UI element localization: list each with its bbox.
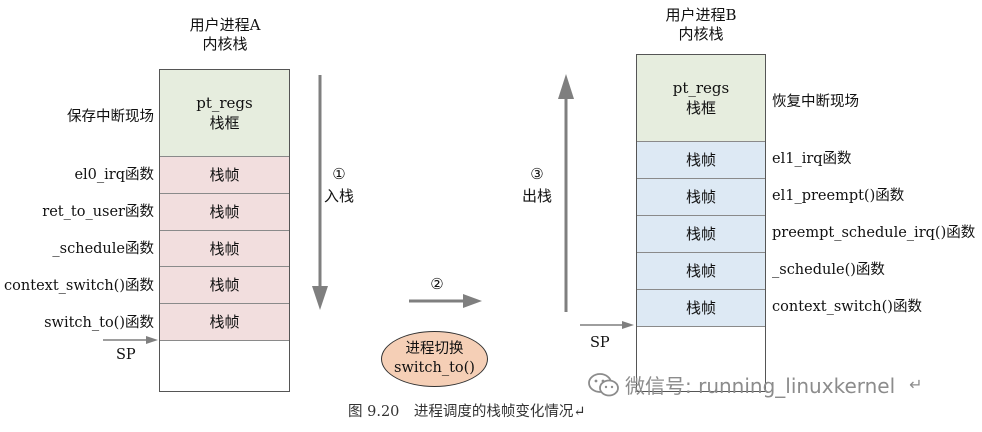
stack-b-label-preempt-schedule-irq: preempt_schedule_irq()函数: [772, 225, 976, 241]
stack-a-frame: 栈帧: [160, 304, 289, 341]
stack-b-ptregs-frame: pt_regs 栈框: [637, 55, 765, 142]
stack-a-ptregs-label: pt_regs: [196, 94, 253, 112]
stack-a-label-el0-irq: el0_irq函数: [74, 167, 154, 183]
stack-b-label-el1-irq: el1_irq函数: [772, 151, 852, 167]
stack-b-frame: 栈帧: [637, 253, 765, 290]
stack-b-title: 用户进程B 内核栈: [636, 6, 766, 44]
stack-b-title-line2: 内核栈: [678, 25, 724, 43]
process-switch-title: 进程切换: [405, 341, 464, 357]
stack-a-label-switch-to: switch_to()函数: [44, 315, 154, 331]
stack-b-label-schedule: _schedule()函数: [772, 262, 885, 278]
step-1-number: ①: [332, 165, 346, 183]
process-switch-ellipse: 进程切换 switch_to(): [381, 331, 488, 387]
stack-a-label-ret-to-user: ret_to_user函数: [42, 204, 154, 220]
stack-a-title-line2: 内核栈: [202, 35, 248, 53]
stack-b-frame: 栈帧: [637, 179, 765, 216]
pop-arrow: [558, 74, 574, 312]
stack-b-label-ptregs: 恢复中断现场: [772, 94, 859, 110]
stack-a-ptregs-frame: pt_regs 栈框: [160, 70, 289, 157]
stack-a-frame: 栈帧: [160, 194, 289, 231]
step-1-label: ① 入栈: [324, 163, 354, 207]
stack-b: pt_regs 栈框 栈帧 栈帧 栈帧 栈帧 栈帧: [636, 54, 766, 392]
sp-arrow-b: [580, 321, 634, 329]
watermark-text: 微信号: running_linuxkernel: [625, 374, 896, 398]
step-3-label: ③ 出栈: [522, 163, 552, 207]
stack-b-sp-label: SP: [590, 335, 610, 351]
stack-b-frame: 栈帧: [637, 142, 765, 179]
stack-a-title: 用户进程A 内核栈: [160, 16, 290, 54]
sp-arrow-a: [103, 336, 158, 344]
stack-b-label-el1-preempt: el1_preempt()函数: [772, 188, 905, 204]
stack-a-ptregs-sub: 栈框: [209, 114, 240, 132]
stack-a-label-ptregs: 保存中断现场: [67, 109, 154, 125]
stack-a-label-context-switch: context_switch()函数: [4, 278, 154, 294]
stack-b-title-line1: 用户进程B: [665, 6, 737, 24]
step-2-number: ②: [430, 275, 444, 293]
stack-b-frame: 栈帧: [637, 290, 765, 327]
step-3-text: 出栈: [522, 187, 553, 205]
stack-a-frame: 栈帧: [160, 267, 289, 304]
stack-a-frame: 栈帧: [160, 231, 289, 267]
stack-a-sp-label: SP: [116, 347, 136, 363]
switch-arrow: [409, 294, 482, 308]
stack-b-label-context-switch: context_switch()函数: [772, 299, 922, 315]
watermark: 微信号: running_linuxkernel ↵: [587, 370, 923, 399]
process-switch-func: switch_to(): [394, 360, 475, 376]
stack-a-frame: 栈帧: [160, 157, 289, 194]
step-3-number: ③: [530, 165, 544, 183]
stack-b-ptregs-sub: 栈框: [685, 99, 716, 117]
stack-a-label-schedule: _schedule函数: [52, 241, 154, 257]
stack-b-frame: 栈帧: [637, 216, 765, 253]
push-arrow: [312, 75, 328, 310]
watermark-return-mark: ↵: [909, 375, 923, 394]
stack-b-ptregs-label: pt_regs: [672, 79, 730, 97]
figure-caption: 图 9.20 进程调度的栈帧变化情况↵: [348, 404, 586, 420]
wechat-icon: [588, 372, 619, 396]
stack-a: pt_regs 栈框 栈帧 栈帧 栈帧 栈帧 栈帧: [159, 69, 290, 392]
step-1-text: 入栈: [324, 187, 355, 205]
stack-a-title-line1: 用户进程A: [189, 16, 261, 34]
